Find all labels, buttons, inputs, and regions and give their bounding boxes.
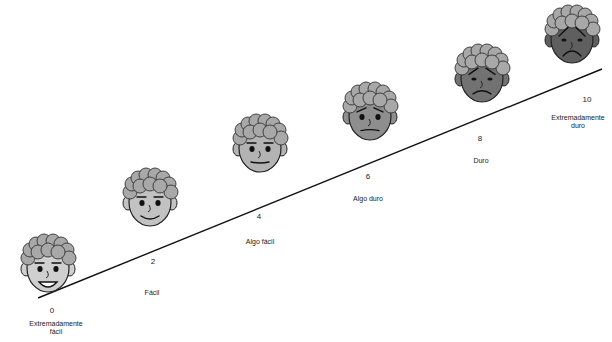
- eyebrow: [154, 196, 163, 197]
- scale-value: 10: [576, 95, 598, 104]
- eye: [471, 77, 476, 80]
- eye: [359, 114, 364, 120]
- nose: [258, 151, 260, 158]
- scale-descriptor: Duro: [456, 157, 506, 165]
- scale-descriptor: Fácil: [127, 289, 177, 297]
- eyebrow: [35, 262, 44, 263]
- face-icon: [343, 82, 398, 140]
- scale-line: [38, 69, 602, 298]
- face: [27, 244, 69, 292]
- nose: [480, 81, 482, 88]
- eye: [577, 38, 582, 41]
- eyebrow: [52, 262, 61, 263]
- scale-value: 8: [470, 134, 490, 143]
- mouth: [39, 282, 57, 287]
- face: [349, 92, 391, 140]
- mouth: [473, 91, 491, 94]
- face-icon: [21, 234, 76, 292]
- scale-value: 4: [249, 212, 269, 221]
- face: [461, 54, 503, 102]
- face: [239, 124, 281, 172]
- eyebrow: [576, 28, 585, 36]
- eye: [561, 38, 566, 41]
- nose: [46, 271, 48, 278]
- eye: [139, 200, 144, 206]
- face-icon: [233, 114, 288, 172]
- eyebrow: [559, 28, 568, 36]
- scale-descriptor: Algo duro: [338, 195, 398, 203]
- face-icon: [455, 44, 510, 102]
- hair-curl: [263, 125, 277, 139]
- eyebrow: [357, 108, 366, 112]
- hair-curl: [153, 179, 167, 193]
- eyebrow: [486, 68, 495, 74]
- nose: [368, 119, 370, 126]
- mouth: [563, 51, 581, 56]
- scale-descriptor: Extremadamente duro: [549, 114, 607, 130]
- scale-value: 2: [143, 257, 163, 266]
- mouth: [141, 216, 159, 219]
- face: [551, 15, 593, 63]
- hair-curl: [51, 245, 65, 259]
- nose: [148, 205, 150, 212]
- eye: [37, 266, 42, 272]
- nose: [570, 42, 572, 49]
- eye: [375, 114, 380, 120]
- scale-value: 6: [358, 172, 378, 181]
- hair-curl: [373, 93, 387, 107]
- eyebrow: [264, 142, 273, 143]
- scale-descriptor: Algo fácil: [230, 238, 290, 246]
- mouth: [361, 130, 379, 131]
- eyebrow: [374, 108, 383, 112]
- eyebrow: [247, 142, 256, 143]
- eyebrow: [469, 68, 478, 74]
- eye: [249, 146, 254, 152]
- face-icon: [545, 5, 600, 63]
- scale-value: 0: [42, 306, 62, 315]
- hair-curl: [485, 55, 499, 69]
- face-icon: [123, 168, 178, 226]
- eye: [265, 146, 270, 152]
- mouth: [251, 162, 269, 163]
- eye: [487, 77, 492, 80]
- eye: [53, 266, 58, 272]
- face: [129, 178, 171, 226]
- eyebrow: [137, 196, 146, 197]
- eye: [155, 200, 160, 206]
- scale-descriptor: Extremadamente fácil: [25, 320, 87, 336]
